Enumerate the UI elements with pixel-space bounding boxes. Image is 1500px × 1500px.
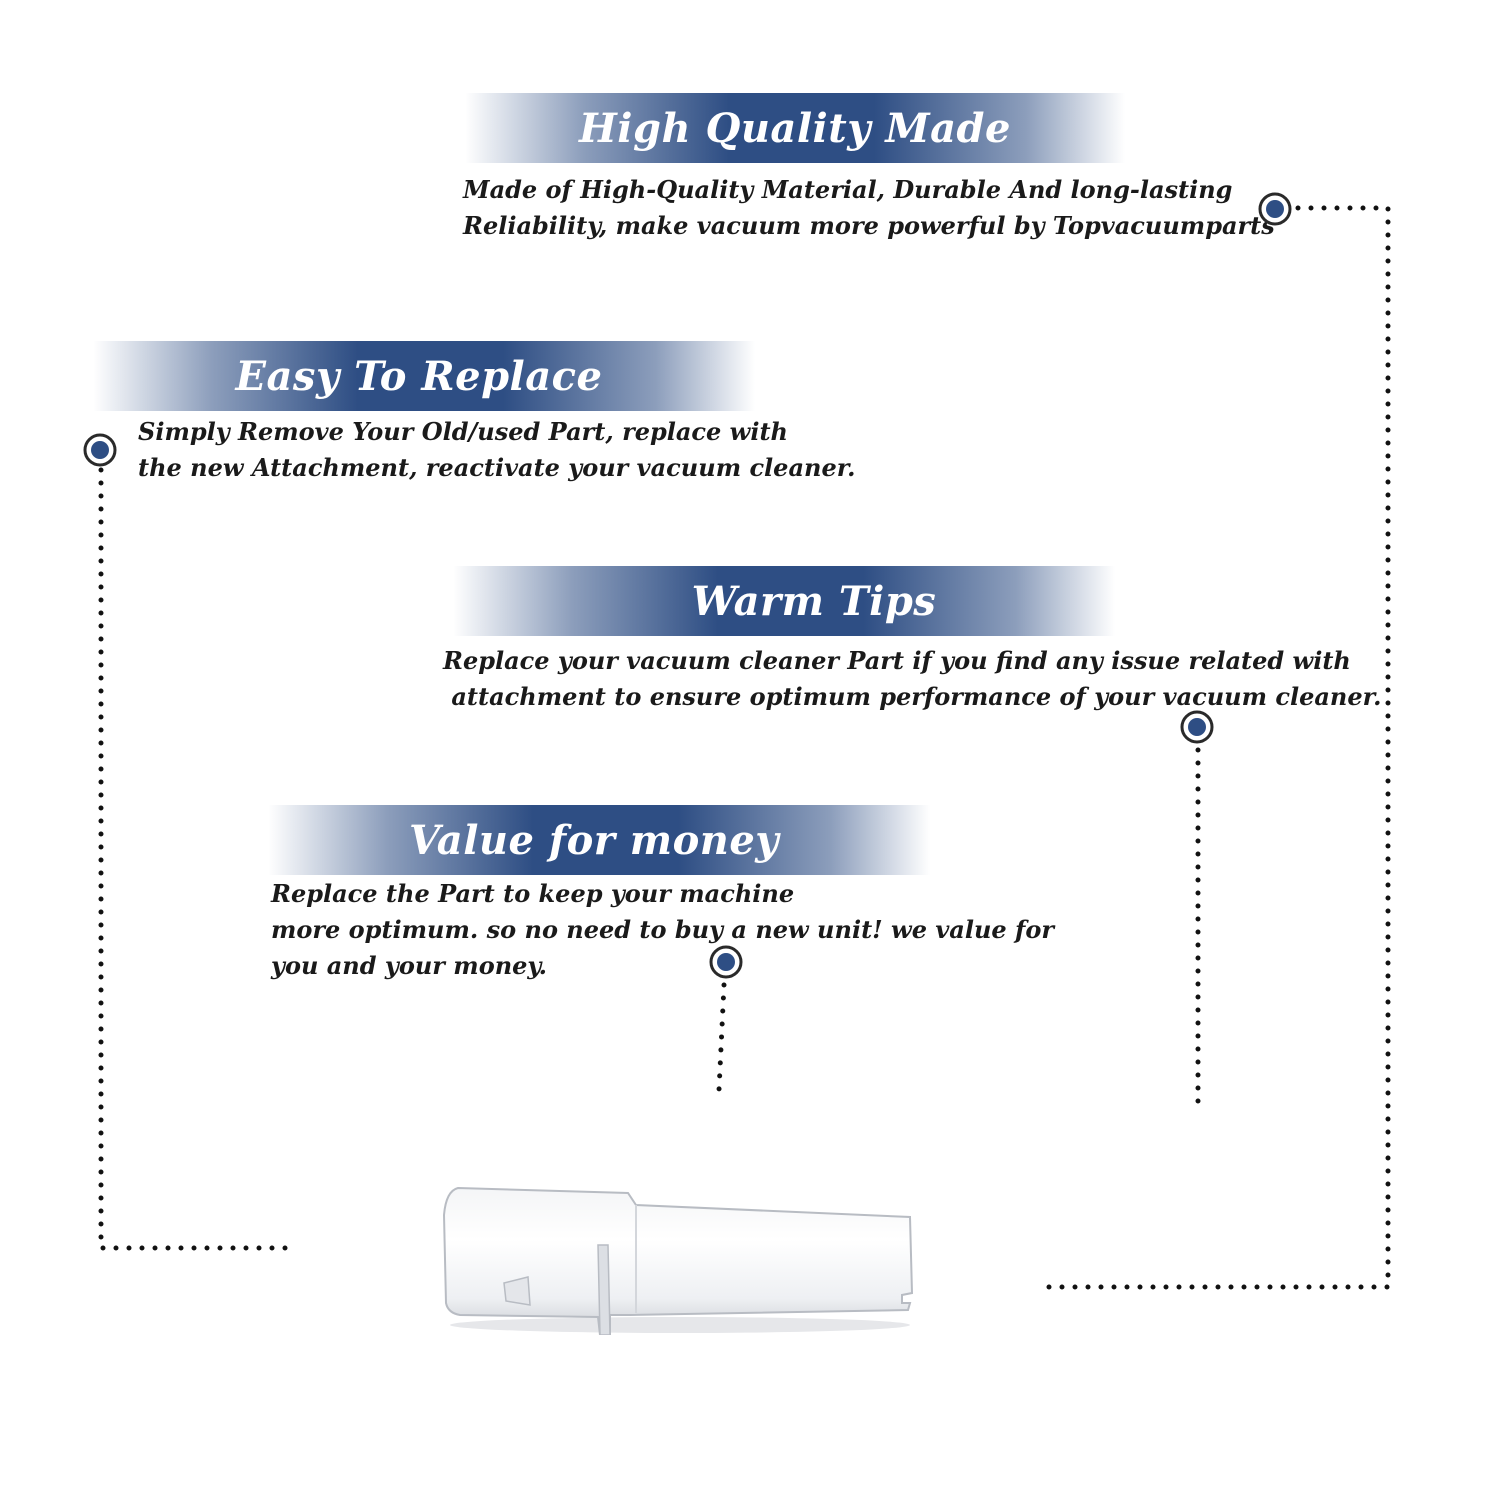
section-text-high-quality: Made of High-Quality Material, Durable A… bbox=[463, 172, 1275, 244]
section-title-value-money: Value for money bbox=[408, 816, 780, 864]
section-title-easy-replace: Easy To Replace bbox=[235, 352, 603, 400]
vacuum-attachment-image bbox=[442, 1186, 914, 1335]
section-title-high-quality: High Quality Made bbox=[579, 104, 1011, 152]
section-line: Simply Remove Your Old/used Part, replac… bbox=[138, 417, 788, 446]
target-marker-icon bbox=[83, 433, 117, 467]
section-line: Reliability, make vacuum more powerful b… bbox=[463, 211, 1275, 240]
section-banner-easy-replace: Easy To Replace bbox=[93, 341, 755, 411]
section-banner-warm-tips: Warm Tips bbox=[453, 566, 1115, 636]
target-marker-icon bbox=[1180, 710, 1214, 744]
section-text-warm-tips: Replace your vacuum cleaner Part if you … bbox=[443, 643, 1381, 715]
section-text-value-money: Replace the Part to keep your machine mo… bbox=[271, 876, 1054, 984]
connector-line bbox=[98, 467, 298, 1251]
section-line: Replace your vacuum cleaner Part if you … bbox=[443, 646, 1351, 675]
section-line: Replace the Part to keep your machine bbox=[271, 879, 795, 908]
section-banner-value-money: Value for money bbox=[268, 805, 930, 875]
section-line: attachment to ensure optimum performance… bbox=[443, 682, 1382, 711]
section-line: you and your money. bbox=[271, 951, 547, 980]
connector-line bbox=[716, 982, 727, 1093]
connector-line bbox=[1035, 205, 1391, 1290]
section-title-warm-tips: Warm Tips bbox=[691, 577, 937, 625]
section-line: the new Attachment, reactivate your vacu… bbox=[138, 453, 856, 482]
section-line: Made of High-Quality Material, Durable A… bbox=[463, 175, 1233, 204]
section-banner-high-quality: High Quality Made bbox=[465, 93, 1125, 163]
section-text-easy-replace: Simply Remove Your Old/used Part, replac… bbox=[138, 414, 856, 486]
section-line: more optimum. so no need to buy a new un… bbox=[271, 915, 1054, 944]
